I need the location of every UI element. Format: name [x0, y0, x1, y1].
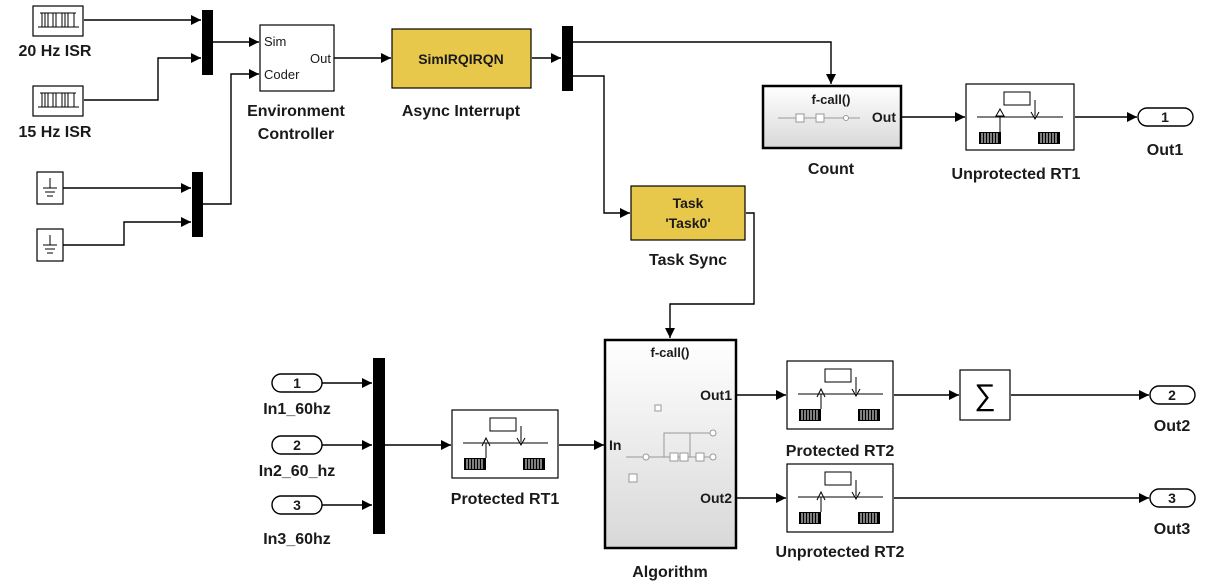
- rate-transition-icon: [798, 368, 883, 421]
- inport-in3-number: 3: [293, 497, 301, 513]
- ground-icon: [43, 178, 57, 197]
- env-coder-port: Coder: [264, 67, 300, 82]
- inport-in3-label: In3_60hz: [263, 531, 331, 548]
- count-label: Count: [808, 161, 855, 178]
- task-sync-label: Task Sync: [649, 252, 727, 269]
- env-controller-label-1: Environment: [247, 103, 345, 120]
- outport-out1-label: Out1: [1147, 142, 1184, 159]
- protected-rt1-block[interactable]: Protected RT1: [451, 409, 560, 508]
- ground-block-1[interactable]: [36, 171, 64, 205]
- protected-rt2-label: Protected RT2: [786, 443, 895, 460]
- task-sync-line-1: Task: [673, 195, 704, 211]
- count-out-port: Out: [872, 109, 896, 125]
- mux-bar-2[interactable]: [192, 172, 203, 237]
- async-interrupt-text: SimIRQIRQN: [418, 51, 504, 67]
- unprotected-rt1-block[interactable]: Unprotected RT1: [952, 83, 1081, 183]
- algorithm-out2-port: Out2: [700, 490, 732, 506]
- unprotected-rt2-label: Unprotected RT2: [776, 544, 905, 561]
- inport-in2-number: 2: [293, 437, 301, 453]
- outport-out2-number: 2: [1168, 387, 1176, 403]
- outport-out3-number: 3: [1168, 490, 1176, 506]
- env-controller-label-2: Controller: [258, 126, 334, 143]
- count-trigger-port: f-call(): [812, 92, 851, 107]
- rate-transition-icon: [798, 471, 883, 524]
- ground-icon: [43, 235, 57, 254]
- mux-bar-1[interactable]: [202, 10, 213, 75]
- outport-out3-label: Out3: [1154, 521, 1191, 538]
- task-sync-block[interactable]: Task 'Task0' Task Sync: [630, 185, 746, 269]
- wires: [63, 15, 1149, 510]
- async-interrupt-block[interactable]: SimIRQIRQN Async Interrupt: [391, 28, 532, 120]
- algorithm-block[interactable]: f-call() Out1 In Out2 Algorithm: [603, 338, 738, 581]
- subsystem-preview-icon: [626, 404, 717, 483]
- inport-in2[interactable]: 2 In2_60_hz: [259, 435, 335, 480]
- algorithm-in-port: In: [609, 437, 621, 453]
- isr-15hz-block[interactable]: 15 Hz ISR: [19, 85, 92, 141]
- count-block[interactable]: f-call() Out Count: [761, 84, 903, 178]
- algorithm-label: Algorithm: [632, 564, 708, 581]
- inport-in3[interactable]: 3 In3_60hz: [263, 495, 331, 548]
- isr-20hz-block[interactable]: 20 Hz ISR: [19, 5, 92, 60]
- ground-block-2[interactable]: [36, 228, 64, 262]
- isr-20hz-label: 20 Hz ISR: [19, 43, 92, 60]
- outport-out1-number: 1: [1161, 109, 1169, 125]
- outport-out2-label: Out2: [1154, 418, 1191, 435]
- bus-bar[interactable]: [373, 358, 385, 534]
- pulse-icon: [38, 92, 79, 108]
- rate-transition-icon: [977, 91, 1063, 144]
- env-sim-port: Sim: [264, 34, 286, 49]
- isr-15hz-label: 15 Hz ISR: [19, 124, 92, 141]
- inport-in1[interactable]: 1 In1_60hz: [263, 373, 331, 418]
- subsystem-preview-icon: [778, 113, 860, 123]
- async-interrupt-label: Async Interrupt: [402, 103, 521, 120]
- rate-transition-icon: [463, 417, 548, 470]
- env-out-port: Out: [310, 51, 331, 66]
- inport-in1-label: In1_60hz: [263, 401, 331, 418]
- outport-out1[interactable]: 1 Out1: [1137, 107, 1194, 159]
- demux-bar[interactable]: [562, 26, 573, 91]
- algorithm-trigger-port: f-call(): [651, 345, 690, 360]
- protected-rt2-block[interactable]: Protected RT2: [786, 360, 895, 460]
- inport-in1-number: 1: [293, 375, 301, 391]
- sum-block[interactable]: ∑: [959, 369, 1011, 421]
- outport-out3[interactable]: 3 Out3: [1149, 488, 1196, 538]
- algorithm-out1-port: Out1: [700, 387, 732, 403]
- inport-in2-label: In2_60_hz: [259, 463, 335, 480]
- outport-out2[interactable]: 2 Out2: [1149, 385, 1196, 435]
- task-sync-line-2: 'Task0': [665, 215, 710, 231]
- protected-rt1-label: Protected RT1: [451, 491, 560, 508]
- unprotected-rt2-block[interactable]: Unprotected RT2: [776, 463, 905, 561]
- pulse-icon: [38, 12, 79, 28]
- sum-icon: ∑: [974, 379, 995, 412]
- environment-controller-block[interactable]: Sim Out Coder Environment Controller: [247, 24, 346, 143]
- unprotected-rt1-label: Unprotected RT1: [952, 166, 1081, 183]
